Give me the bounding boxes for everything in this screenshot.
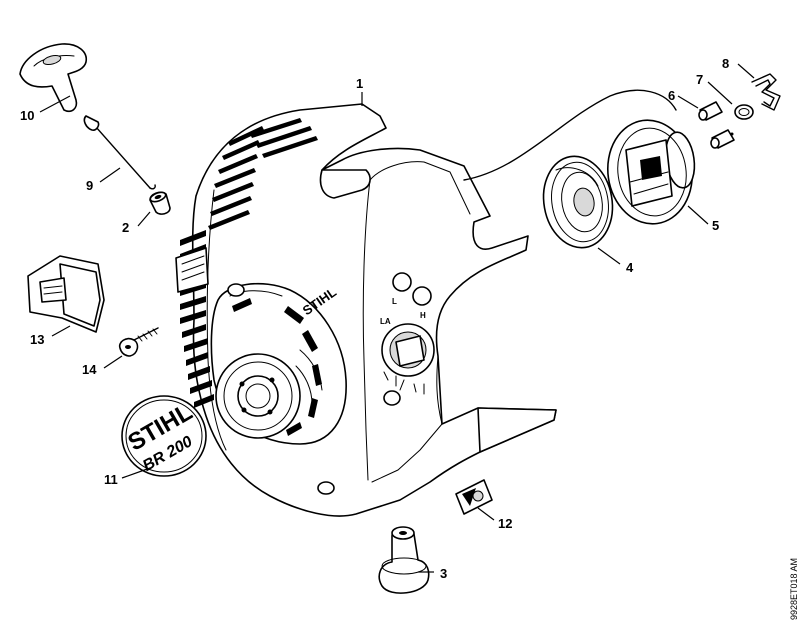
- callout-10: 10: [20, 108, 34, 123]
- starter-grip-part: [19, 43, 87, 113]
- drawing-code: 9928ET018 AM: [789, 558, 799, 620]
- callout-7: 7: [696, 72, 703, 87]
- callout-9: 9: [86, 178, 93, 193]
- pawl-part: [698, 101, 735, 149]
- buffer-part: [378, 526, 430, 594]
- callout-11: 11: [104, 472, 118, 487]
- starter-cord: [463, 89, 677, 181]
- callout-14: 14: [82, 362, 97, 377]
- callout-2: 2: [122, 220, 129, 235]
- warning-decal-part: [455, 479, 493, 515]
- bracket-part: [27, 255, 105, 333]
- starter-rope-part: [83, 115, 156, 190]
- washer-part: [734, 104, 754, 120]
- callouts: 1 2 3 4 5 6 7 8 9 10 11 12 13 14: [20, 56, 729, 581]
- spring-clip-part: [751, 73, 781, 111]
- model-badge-part: STIHL BR 200: [121, 395, 207, 477]
- fan-housing: [210, 282, 347, 445]
- rewind-spring-part: [542, 155, 614, 249]
- rope-rotor-part: [606, 119, 696, 225]
- adjust-h-label: H: [420, 311, 426, 320]
- callout-5: 5: [712, 218, 719, 233]
- callout-1: 1: [356, 76, 363, 91]
- callout-12: 12: [498, 516, 512, 531]
- callout-4: 4: [626, 260, 634, 275]
- adjust-l-label: L: [392, 297, 397, 306]
- screw-part: [118, 327, 159, 357]
- rope-guide-bush-part: [149, 191, 171, 215]
- callout-8: 8: [722, 56, 729, 71]
- housing-part: STIHL L H LA: [175, 103, 557, 517]
- adjust-la-label: LA: [380, 317, 391, 326]
- leader-lines: [39, 63, 755, 573]
- callout-3: 3: [440, 566, 447, 581]
- callout-13: 13: [30, 332, 44, 347]
- callout-6: 6: [668, 88, 675, 103]
